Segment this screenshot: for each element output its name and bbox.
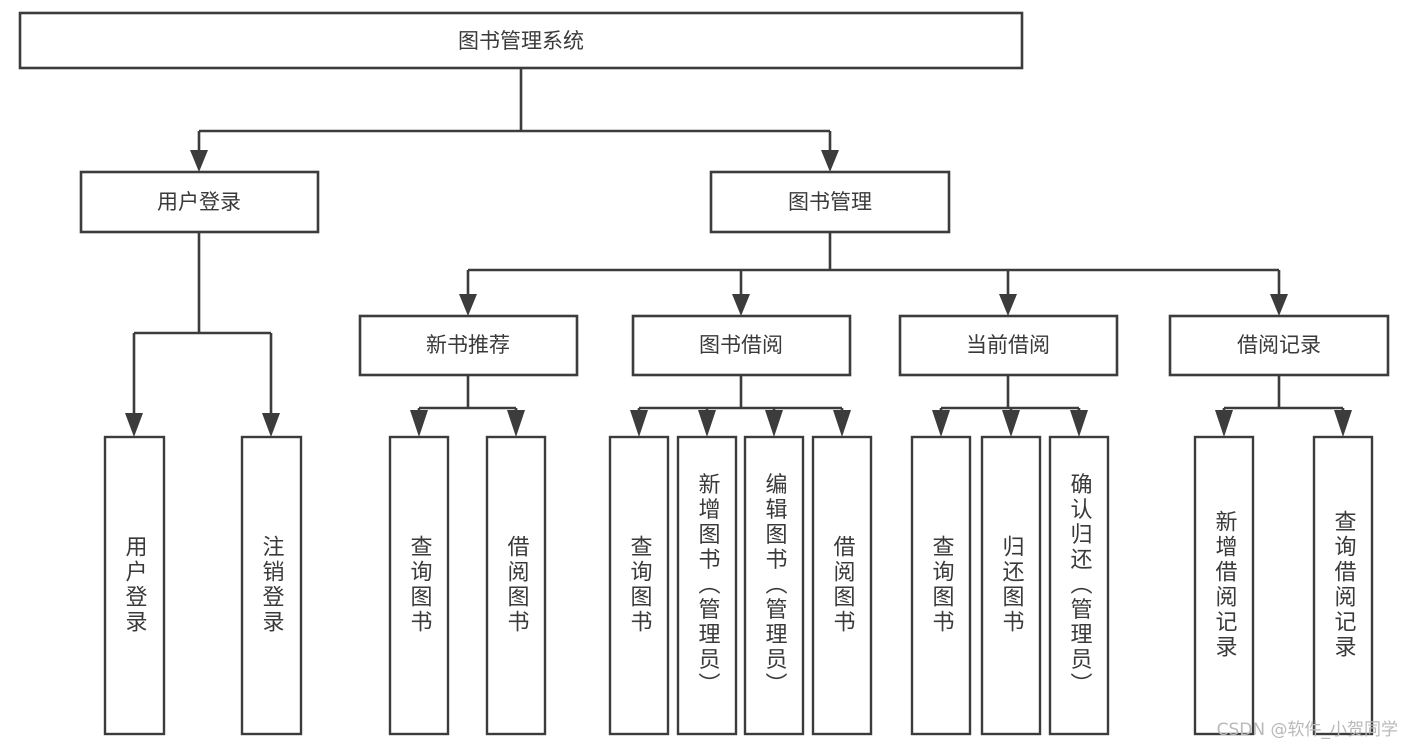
node-leaf-edit-book[interactable]: 编辑图书（管理员） [743, 435, 805, 736]
node-book-manage-box [709, 170, 951, 234]
arrowhead-user-login [190, 150, 208, 172]
node-leaf-query-record-label: 查询借阅记录 [1331, 510, 1357, 660]
node-leaf-logout-login-label: 注销登录 [259, 535, 285, 635]
node-leaf-borrow-book-1-box [485, 435, 547, 736]
node-leaf-borrow-book-1[interactable]: 借阅图书 [485, 435, 547, 736]
node-leaf-confirm-return-box [1048, 435, 1110, 736]
node-new-book-recommend-box [358, 314, 579, 377]
node-leaf-user-login-label: 用户登录 [122, 535, 148, 635]
node-leaf-query-book-1-box [388, 435, 450, 736]
node-leaf-query-book-1[interactable]: 查询图书 [388, 435, 450, 736]
node-book-manage-label: 图书管理 [788, 190, 872, 214]
arrowhead-leaf-add-record [1215, 410, 1233, 437]
node-leaf-user-login-box [103, 435, 166, 736]
connector-layer [125, 68, 1352, 437]
arrowhead-leaf-query-book-1 [410, 410, 428, 437]
arrowhead-borrow-record [1270, 294, 1288, 316]
node-leaf-return-book-box [980, 435, 1042, 736]
arrowhead-leaf-logout-login [262, 413, 280, 437]
node-leaf-edit-book-box [743, 435, 805, 736]
arrowhead-leaf-add-book [698, 410, 716, 437]
arrowhead-leaf-query-book-2 [630, 410, 648, 437]
node-user-login[interactable]: 用户登录 [79, 170, 320, 234]
node-book-borrow-label: 图书借阅 [699, 333, 783, 357]
node-leaf-logout-login[interactable]: 注销登录 [240, 435, 303, 736]
node-book-borrow[interactable]: 图书借阅 [631, 314, 852, 377]
node-current-borrow-box [898, 314, 1119, 377]
arrowhead-leaf-edit-book [765, 410, 783, 437]
node-root[interactable]: 图书管理系统 [18, 11, 1024, 70]
node-leaf-query-book-2-label: 查询图书 [627, 535, 653, 635]
node-leaf-borrow-book-2-box [811, 435, 873, 736]
node-leaf-query-book-2-box [608, 435, 670, 736]
node-leaf-query-book-3[interactable]: 查询图书 [910, 435, 972, 736]
node-leaf-query-record-box [1312, 435, 1374, 736]
node-leaf-borrow-book-1-label: 借阅图书 [504, 535, 530, 635]
arrowhead-leaf-user-login [125, 413, 143, 437]
arrowhead-leaf-query-book-3 [932, 410, 950, 437]
arrowhead-leaf-confirm-return [1070, 410, 1088, 437]
node-leaf-add-record[interactable]: 新增借阅记录 [1193, 435, 1255, 736]
node-leaf-add-record-box [1193, 435, 1255, 736]
arrowhead-leaf-return-book [1002, 410, 1020, 437]
node-leaf-borrow-book-2[interactable]: 借阅图书 [811, 435, 873, 736]
node-leaf-return-book[interactable]: 归还图书 [980, 435, 1042, 736]
node-current-borrow[interactable]: 当前借阅 [898, 314, 1119, 377]
arrowhead-new-book-recommend [459, 294, 477, 316]
arrowhead-leaf-borrow-book-1 [507, 410, 525, 437]
node-book-borrow-box [631, 314, 852, 377]
node-leaf-borrow-book-2-label: 借阅图书 [830, 535, 856, 635]
node-leaf-query-book-2[interactable]: 查询图书 [608, 435, 670, 736]
node-user-login-box [79, 170, 320, 234]
node-new-book-recommend[interactable]: 新书推荐 [358, 314, 579, 377]
node-leaf-query-book-3-box [910, 435, 972, 736]
node-borrow-record-label: 借阅记录 [1237, 333, 1321, 357]
node-leaf-query-book-3-label: 查询图书 [929, 535, 955, 635]
arrowhead-book-borrow [732, 294, 750, 316]
node-leaf-add-record-label: 新增借阅记录 [1212, 510, 1238, 660]
node-leaf-edit-book-label: 编辑图书（管理员） [762, 473, 788, 698]
arrowhead-current-borrow [999, 294, 1017, 316]
node-leaf-add-book[interactable]: 新增图书（管理员） [676, 435, 738, 736]
node-leaf-add-book-label: 新增图书（管理员） [695, 473, 721, 698]
node-leaf-confirm-return[interactable]: 确认归还（管理员） [1048, 435, 1110, 736]
node-user-login-label: 用户登录 [157, 190, 241, 214]
node-borrow-record-box [1168, 314, 1390, 377]
node-leaf-query-book-1-label: 查询图书 [407, 535, 433, 635]
csdn-watermark: CSDN @软件_小贺同学 [1217, 720, 1398, 740]
arrowhead-leaf-query-record [1334, 410, 1352, 437]
node-leaf-return-book-label: 归还图书 [999, 535, 1025, 635]
node-root-label: 图书管理系统 [458, 29, 584, 53]
node-leaf-query-record[interactable]: 查询借阅记录 [1312, 435, 1374, 736]
node-book-manage[interactable]: 图书管理 [709, 170, 951, 234]
node-leaf-confirm-return-label: 确认归还（管理员） [1067, 473, 1093, 698]
arrowhead-leaf-borrow-book-2 [833, 410, 851, 437]
node-current-borrow-label: 当前借阅 [966, 333, 1050, 357]
node-root-box [18, 11, 1024, 70]
arrowhead-book-manage [821, 150, 839, 172]
node-leaf-logout-login-box [240, 435, 303, 736]
node-new-book-recommend-label: 新书推荐 [426, 333, 510, 357]
node-borrow-record[interactable]: 借阅记录 [1168, 314, 1390, 377]
node-leaf-user-login[interactable]: 用户登录 [103, 435, 166, 736]
node-leaf-add-book-box [676, 435, 738, 736]
